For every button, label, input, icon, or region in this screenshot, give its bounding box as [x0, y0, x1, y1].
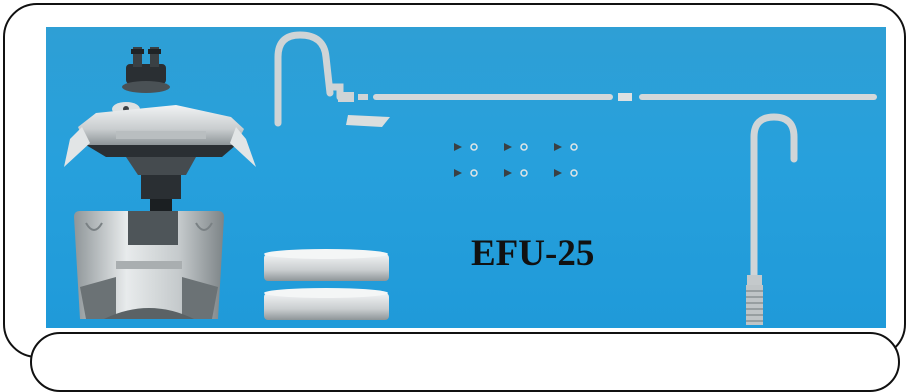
intake-tube-strainer [746, 117, 794, 325]
suction-cups [454, 143, 577, 177]
product-parts-illustration [46, 27, 886, 328]
lower-frame [30, 332, 900, 392]
inlet-valve-connector [122, 47, 170, 93]
model-name-label: EFU-25 [471, 232, 671, 275]
filter-sponge-pad [264, 249, 389, 320]
spray-bar-pipe [338, 92, 877, 102]
outlet-j-tube [278, 35, 340, 123]
outlet-nozzle [346, 115, 390, 127]
product-image-panel: EFU-25 [46, 27, 886, 328]
lid-motor-head [64, 102, 256, 211]
canister-body [74, 211, 224, 319]
